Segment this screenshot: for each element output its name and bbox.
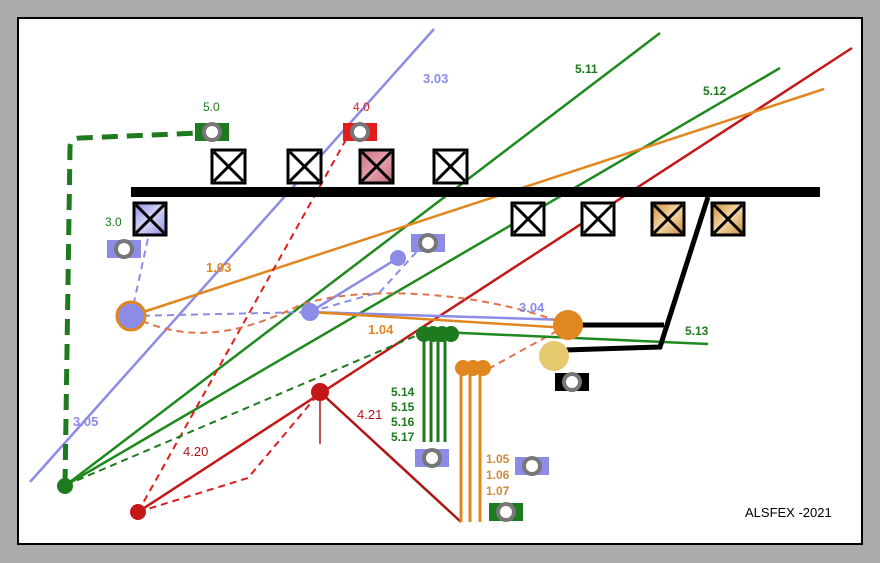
line-5-11 <box>65 32 661 486</box>
label-5-17: 5.17 <box>391 430 415 444</box>
label-1-06: 1.06 <box>486 468 510 482</box>
line-3-03 <box>29 28 435 483</box>
label-5-14: 5.14 <box>391 385 415 399</box>
line-5-12 <box>65 66 781 487</box>
xbox-6 <box>510 201 546 237</box>
label-5-15: 5.15 <box>391 400 415 414</box>
camera-4-0-icon <box>343 122 377 142</box>
line-1-03 <box>130 87 825 318</box>
path-5-0-dashed <box>62 130 201 486</box>
node-lavender-small <box>390 250 406 266</box>
xbox-1 <box>210 148 247 185</box>
line-red-main <box>137 46 853 514</box>
xbox-5-blue <box>132 201 168 237</box>
line-4-20-dashed <box>137 391 321 513</box>
node-green-bottom <box>57 478 73 494</box>
black-bar <box>131 187 820 197</box>
line-lavender-to-node <box>130 311 311 317</box>
xbox-8-tan <box>650 201 686 237</box>
label-5-13: 5.13 <box>685 324 709 338</box>
label-4-20: 4.20 <box>183 444 208 459</box>
label-1-05: 1.05 <box>486 452 510 466</box>
green-bundle <box>422 334 447 442</box>
xbox-7 <box>580 201 616 237</box>
line-1-04 <box>309 310 569 330</box>
label-cam-3-0: 3.0 <box>105 215 122 229</box>
label-cam-5-0: 5.0 <box>203 100 220 114</box>
green-bundle-heads <box>416 326 459 342</box>
black-bracket <box>564 196 711 353</box>
label-4-21: 4.21 <box>357 407 382 422</box>
camera-lavender-mid-icon <box>411 233 445 253</box>
camera-3-0-icon <box>107 239 141 259</box>
label-5-16: 5.16 <box>391 415 415 429</box>
line-green-dashed <box>65 333 421 486</box>
label-5-11: 5.11 <box>575 62 598 76</box>
node-orange-right <box>553 310 583 340</box>
label-1-07: 1.07 <box>486 484 510 498</box>
line-lavender-dashed-cam <box>309 247 421 313</box>
camera-orange-bundle-icon <box>515 456 549 476</box>
xbox-9-tan <box>710 201 746 237</box>
label-3-03: 3.03 <box>423 71 448 86</box>
label-3-05: 3.05 <box>73 414 98 429</box>
label-5-12: 5.12 <box>703 84 727 98</box>
line-3-0-dashed <box>130 219 153 317</box>
line-4-21 <box>319 391 462 523</box>
camera-green-bundle-icon <box>415 448 449 468</box>
line-3-04 <box>309 310 569 322</box>
xbox-4 <box>432 148 469 185</box>
label-3-04: 3.04 <box>519 300 545 315</box>
camera-5-0-icon <box>195 122 229 142</box>
label-1-03: 1.03 <box>206 260 231 275</box>
camera-black-icon <box>555 372 589 392</box>
orange-bundle-heads <box>455 360 491 376</box>
orange-bundle <box>459 368 482 522</box>
node-red-bottom <box>130 504 146 520</box>
xbox-2 <box>286 148 323 185</box>
node-red-mid <box>311 383 329 401</box>
label-1-04: 1.04 <box>368 322 394 337</box>
node-orange-lavender <box>115 300 147 332</box>
node-lavender-junction <box>301 303 319 321</box>
node-tan-right <box>539 341 569 371</box>
credit-label: ALSFEX -2021 <box>745 505 832 520</box>
xbox-3-pink <box>358 148 395 185</box>
line-lavender-up <box>309 256 399 314</box>
camera-green-bottom-icon <box>489 502 523 522</box>
label-cam-4-0: 4.0 <box>353 100 370 114</box>
